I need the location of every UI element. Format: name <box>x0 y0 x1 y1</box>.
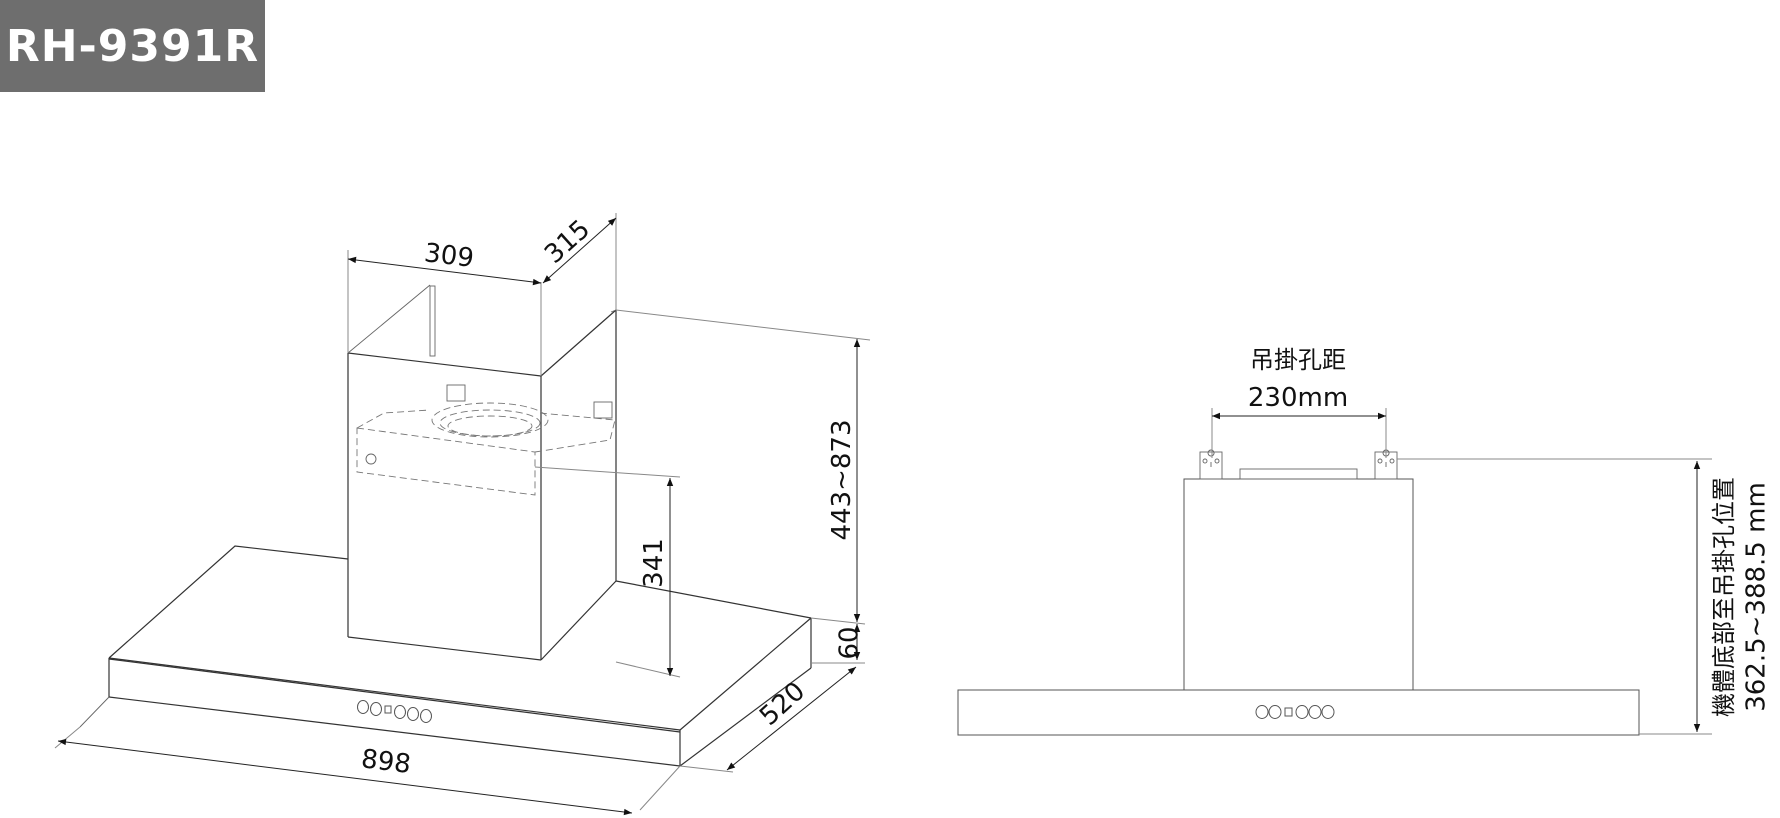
iso-control-panel <box>357 700 432 723</box>
height-label: 機體底部至吊掛孔位置 <box>1710 477 1738 717</box>
hanging-bracket-left <box>1199 449 1223 480</box>
height-range: 362.5~388.5 mm <box>1742 482 1772 712</box>
isometric-view: 309 315 443~873 341 60 520 <box>54 213 871 816</box>
model-badge: RH-9391R <box>0 0 265 92</box>
button-icon <box>394 705 406 719</box>
dim-bracket-height: 341 <box>639 538 669 588</box>
model-number: RH-9391R <box>5 20 260 72</box>
button-icon <box>1268 705 1282 719</box>
canopy-body <box>79 545 812 767</box>
button-icon <box>420 709 432 723</box>
dim-body-width: 898 <box>360 744 413 780</box>
dim-body-thickness: 60 <box>835 626 865 659</box>
front-chimney <box>1183 478 1414 691</box>
chimney <box>347 284 617 661</box>
duct-bracket <box>356 384 616 496</box>
button-icon <box>407 707 419 721</box>
button-icon <box>1321 705 1335 719</box>
front-control-panel <box>1255 705 1335 719</box>
front-view: 吊掛孔距 230mm 機體底部至吊掛孔位置 362.5~388.5 mm <box>957 346 1772 736</box>
button-icon <box>1255 705 1269 719</box>
button-icon <box>370 702 382 716</box>
button-icon <box>1284 707 1293 717</box>
dim-chimney-depth: 315 <box>539 214 596 270</box>
button-icon <box>1295 705 1309 719</box>
hanging-hole-distance: 230mm <box>1248 383 1348 413</box>
button-icon <box>384 705 392 714</box>
button-icon <box>357 700 369 714</box>
dim-chimney-width: 309 <box>423 238 476 274</box>
dim-chimney-height: 443~873 <box>827 419 857 540</box>
iso-dimensions: 309 315 443~873 341 60 520 <box>54 213 871 816</box>
hanging-hole-label: 吊掛孔距 <box>1250 346 1346 374</box>
hanging-bracket-icon <box>593 401 613 419</box>
front-dimensions: 吊掛孔距 230mm 機體底部至吊掛孔位置 362.5~388.5 mm <box>1211 346 1772 735</box>
hanging-bracket-icon <box>446 384 466 402</box>
button-icon <box>1308 705 1322 719</box>
dim-body-depth: 520 <box>754 676 811 732</box>
